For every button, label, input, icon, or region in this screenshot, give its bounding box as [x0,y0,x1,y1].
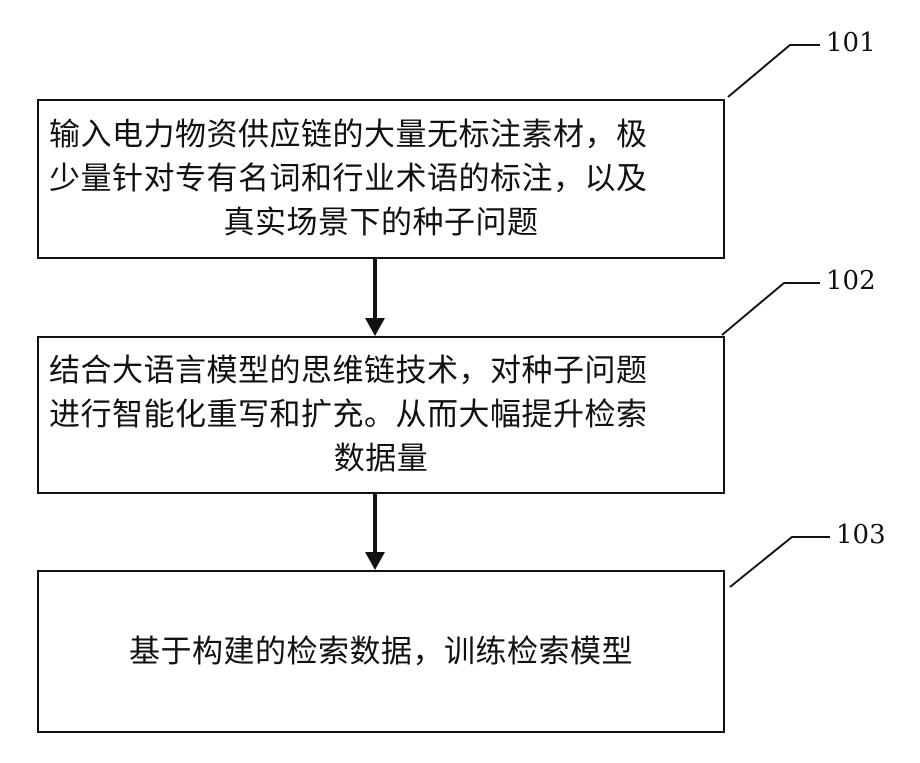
step-3-line-1: 基于构建的检索数据，训练检索模型 [49,630,713,674]
step-text-3: 基于构建的检索数据，训练检索模型 [39,630,723,674]
step-2-line-3: 数据量 [49,437,713,481]
ref-label-103: 103 [836,520,886,550]
leader-line-102 [722,283,820,335]
step-box-2: 结合大语言模型的思维链技术，对种子问题 进行智能化重写和扩充。从而大幅提升检索 … [37,336,725,494]
step-box-3: 基于构建的检索数据，训练检索模型 [37,570,725,733]
step-1-line-2: 少量针对专有名词和行业术语的标注，以及 [49,157,713,201]
leader-line-103 [730,537,830,587]
step-1-line-3: 真实场景下的种子问题 [49,201,713,245]
arrowhead-step2-to-step3 [365,552,385,570]
ref-label-102: 102 [826,266,876,296]
leader-line-101 [728,45,820,97]
step-text-1: 输入电力物资供应链的大量无标注素材，极 少量针对专有名词和行业术语的标注，以及 … [39,113,723,245]
step-2-line-2: 进行智能化重写和扩充。从而大幅提升检索 [49,393,713,437]
step-box-1: 输入电力物资供应链的大量无标注素材，极 少量针对专有名词和行业术语的标注，以及 … [37,99,725,259]
step-2-line-1: 结合大语言模型的思维链技术，对种子问题 [49,349,713,393]
step-text-2: 结合大语言模型的思维链技术，对种子问题 进行智能化重写和扩充。从而大幅提升检索 … [39,349,723,481]
arrowhead-step1-to-step2 [365,318,385,336]
ref-label-101: 101 [826,28,876,58]
step-1-line-1: 输入电力物资供应链的大量无标注素材，极 [49,113,713,157]
